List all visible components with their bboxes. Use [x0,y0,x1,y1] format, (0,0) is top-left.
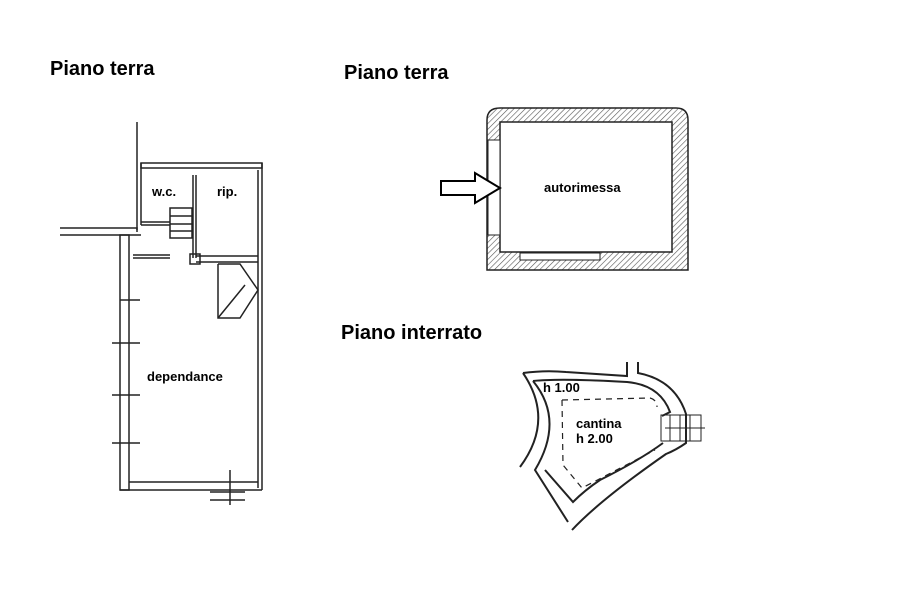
dependance-plan-title: Piano terra [50,58,155,80]
entrance-arrow-icon [440,171,502,205]
room-label-dependance: dependance [147,369,223,384]
garage-plan-title: Piano terra [344,62,449,84]
room-label-cantina: cantina [576,416,622,431]
garage-plan [486,107,689,271]
dependance-plan [60,122,263,505]
basement-plan-title: Piano interrato [341,322,483,344]
room-label-rip: rip. [217,184,237,199]
height-label-perimeter: h 1.00 [543,380,580,395]
height-label-cantina: h 2.00 [576,431,613,446]
basement-plan [519,362,705,531]
room-label-wc: w.c. [151,184,176,199]
room-label-autorimessa: autorimessa [544,180,621,195]
